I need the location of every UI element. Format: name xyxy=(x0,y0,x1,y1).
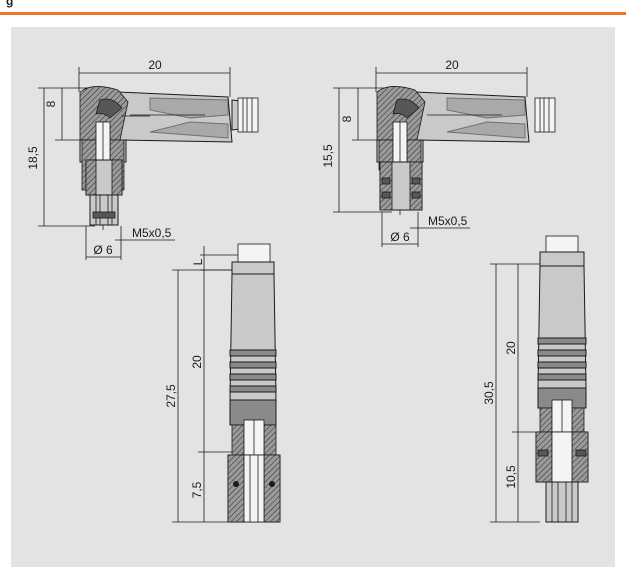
dim-height-total: 18,5 xyxy=(26,146,40,170)
dim-length-upper: 20 xyxy=(190,355,204,369)
diameter-label: Ø 6 xyxy=(93,243,113,257)
straight-connector-drawing-2: 30,5 20 10,5 xyxy=(482,235,589,523)
accent-rule xyxy=(0,12,626,15)
straight-connector-drawing-1: L 27,5 20 7,5 xyxy=(164,243,281,523)
thread-label: M5x0,5 xyxy=(428,214,468,228)
header-mark: g xyxy=(6,0,14,8)
dim-length-lower: 7,5 xyxy=(190,481,204,498)
angled-connector-drawing-1: 20 8 18,5 xyxy=(26,58,259,260)
dim-length-lower: 10,5 xyxy=(504,465,518,489)
dim-length-total: 30,5 xyxy=(482,381,496,405)
dim-height-total: 15,5 xyxy=(321,144,335,168)
angled-connector-drawing-2: 20 8 15,5 M5x0,5 Ø 6 xyxy=(321,58,556,247)
dim-height-upper: 8 xyxy=(340,115,354,122)
dim-length-total: 27,5 xyxy=(164,384,178,408)
dim-length-l: L xyxy=(191,258,205,265)
dim-length-upper: 20 xyxy=(504,341,518,355)
dim-width: 20 xyxy=(148,58,162,72)
dim-width: 20 xyxy=(445,58,459,72)
diameter-label: Ø 6 xyxy=(390,230,410,244)
header-strip: g xyxy=(0,0,626,12)
thread-label: M5x0,5 xyxy=(132,226,172,240)
dim-height-upper: 8 xyxy=(44,100,58,107)
